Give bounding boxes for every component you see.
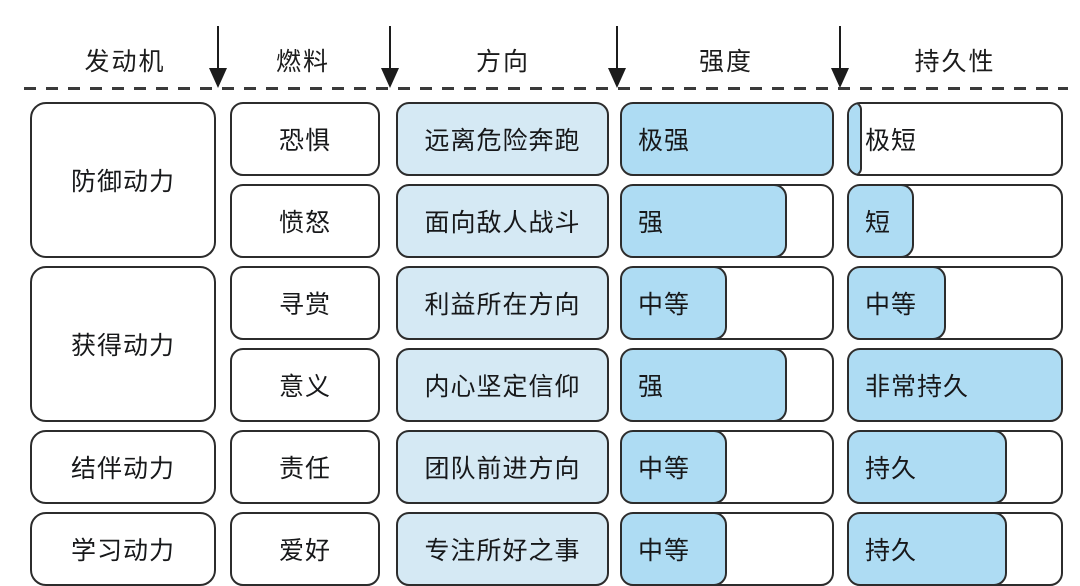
intensity-bar-fill-1: [622, 104, 832, 174]
durability-bar-5[interactable]: 持久: [847, 430, 1063, 504]
durability-bar-label-3: 中等: [865, 292, 918, 319]
fuel-cell-4[interactable]: 意义: [230, 348, 380, 422]
durability-bar-label-6: 持久: [865, 538, 918, 565]
fuel-cell-1[interactable]: 恐惧: [230, 102, 380, 176]
direction-cell-6[interactable]: 专注所好之事: [396, 512, 609, 586]
header-divider-dashed-line: [24, 87, 1068, 90]
column-header-3: 方向: [475, 49, 531, 76]
engine-cell-4[interactable]: 学习动力: [30, 512, 216, 586]
intensity-bar-label-4: 强: [638, 374, 665, 401]
intensity-bar-label-5: 中等: [638, 456, 691, 483]
intensity-bar-4[interactable]: 强: [620, 348, 834, 422]
durability-bar-fill-3: [849, 268, 947, 338]
intensity-bar-1[interactable]: 极强: [620, 102, 834, 176]
fuel-cell-6[interactable]: 爱好: [230, 512, 380, 586]
intensity-bar-fill-2: [622, 186, 787, 256]
arrow-direction-to-intensity-icon: [608, 26, 626, 88]
intensity-bar-fill-5: [622, 432, 727, 502]
intensity-bar-3[interactable]: 中等: [620, 266, 834, 340]
engine-cell-1[interactable]: 防御动力: [30, 102, 216, 258]
durability-bar-label-2: 短: [865, 210, 892, 237]
header-row: 发动机 燃料 方向 强度 持久性: [0, 0, 1080, 88]
durability-bar-fill-4: [849, 350, 1061, 420]
intensity-bar-label-6: 中等: [638, 538, 691, 565]
durability-bar-label-5: 持久: [865, 456, 918, 483]
durability-bar-fill-2: [849, 186, 914, 256]
arrow-engine-to-fuel-icon: [209, 26, 227, 88]
fuel-cell-2[interactable]: 愤怒: [230, 184, 380, 258]
intensity-bar-label-2: 强: [638, 210, 665, 237]
motivation-matrix-grid: 防御动力获得动力结伴动力学习动力恐惧远离危险奔跑极强极短愤怒面向敌人战斗强短寻赏…: [0, 88, 1080, 586]
intensity-bar-2[interactable]: 强: [620, 184, 834, 258]
direction-cell-2[interactable]: 面向敌人战斗: [396, 184, 609, 258]
column-header-1: 发动机: [84, 49, 166, 76]
direction-cell-3[interactable]: 利益所在方向: [396, 266, 609, 340]
intensity-bar-6[interactable]: 中等: [620, 512, 834, 586]
durability-bar-1[interactable]: 极短: [847, 102, 1063, 176]
durability-bar-fill-1: [849, 104, 863, 174]
direction-cell-1[interactable]: 远离危险奔跑: [396, 102, 609, 176]
column-header-2: 燃料: [275, 49, 331, 76]
intensity-bar-label-3: 中等: [638, 292, 691, 319]
intensity-bar-fill-4: [622, 350, 787, 420]
intensity-bar-fill-3: [622, 268, 727, 338]
durability-bar-4[interactable]: 非常持久: [847, 348, 1063, 422]
engine-cell-2[interactable]: 获得动力: [30, 266, 216, 422]
direction-cell-4[interactable]: 内心坚定信仰: [396, 348, 609, 422]
direction-cell-5[interactable]: 团队前进方向: [396, 430, 609, 504]
durability-bar-label-1: 极短: [865, 128, 918, 155]
column-header-4: 强度: [698, 49, 754, 76]
engine-cell-3[interactable]: 结伴动力: [30, 430, 216, 504]
arrow-intensity-to-durability-icon: [831, 26, 849, 88]
intensity-bar-label-1: 极强: [638, 128, 691, 155]
durability-bar-6[interactable]: 持久: [847, 512, 1063, 586]
durability-bar-label-4: 非常持久: [865, 374, 970, 401]
durability-bar-fill-5: [849, 432, 1007, 502]
arrow-fuel-to-direction-icon: [381, 26, 399, 88]
durability-bar-3[interactable]: 中等: [847, 266, 1063, 340]
column-header-5: 持久性: [914, 49, 996, 76]
durability-bar-2[interactable]: 短: [847, 184, 1063, 258]
fuel-cell-3[interactable]: 寻赏: [230, 266, 380, 340]
intensity-bar-5[interactable]: 中等: [620, 430, 834, 504]
fuel-cell-5[interactable]: 责任: [230, 430, 380, 504]
